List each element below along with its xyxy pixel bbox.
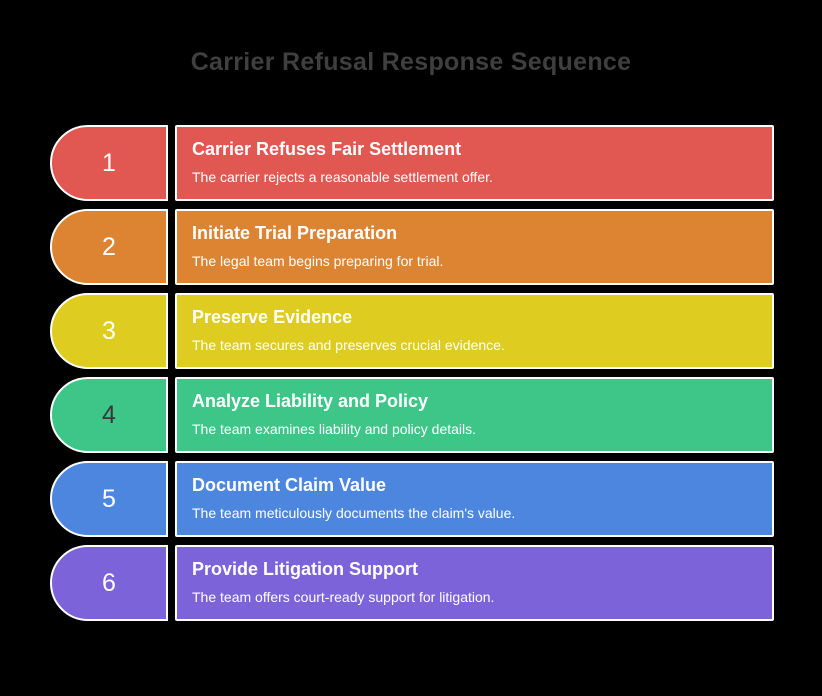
step-row: 1 Carrier Refuses Fair Settlement The ca…	[50, 125, 774, 201]
step-number: 2	[102, 232, 116, 261]
step-title: Carrier Refuses Fair Settlement	[192, 139, 462, 159]
step-number-badge: 4	[50, 377, 168, 453]
step-description: The team offers court-ready support for …	[192, 589, 495, 605]
step-description: The legal team begins preparing for tria…	[192, 253, 444, 269]
step-title: Initiate Trial Preparation	[192, 223, 398, 243]
step-title: Analyze Liability and Policy	[192, 391, 429, 411]
step-number-badge: 6	[50, 545, 168, 621]
step-card: Carrier Refuses Fair Settlement The carr…	[175, 125, 774, 201]
step-title: Preserve Evidence	[192, 307, 353, 327]
step-number: 1	[102, 148, 116, 177]
step-row: 5 Document Claim Value The team meticulo…	[50, 461, 774, 537]
step-number-badge: 3	[50, 293, 168, 369]
step-description: The team meticulously documents the clai…	[192, 505, 516, 521]
step-description: The team examines liability and policy d…	[192, 421, 477, 437]
step-row: 6 Provide Litigation Support The team of…	[50, 545, 774, 621]
step-row: 3 Preserve Evidence The team secures and…	[50, 293, 774, 369]
steps-list: 1 Carrier Refuses Fair Settlement The ca…	[50, 125, 774, 629]
step-row: 4 Analyze Liability and Policy The team …	[50, 377, 774, 453]
step-number-badge: 2	[50, 209, 168, 285]
step-card: Initiate Trial Preparation The legal tea…	[175, 209, 774, 285]
step-number-badge: 1	[50, 125, 168, 201]
step-card: Preserve Evidence The team secures and p…	[175, 293, 774, 369]
step-card: Provide Litigation Support The team offe…	[175, 545, 774, 621]
step-number: 4	[102, 400, 116, 429]
step-title: Document Claim Value	[192, 475, 387, 495]
step-number: 5	[102, 484, 116, 513]
step-number-badge: 5	[50, 461, 168, 537]
step-number: 3	[102, 316, 116, 345]
step-card: Analyze Liability and Policy The team ex…	[175, 377, 774, 453]
step-description: The carrier rejects a reasonable settlem…	[192, 169, 493, 185]
step-card: Document Claim Value The team meticulous…	[175, 461, 774, 537]
step-description: The team secures and preserves crucial e…	[192, 337, 505, 353]
diagram-title: Carrier Refusal Response Sequence	[190, 48, 632, 76]
step-row: 2 Initiate Trial Preparation The legal t…	[50, 209, 774, 285]
step-title: Provide Litigation Support	[192, 559, 418, 579]
step-number: 6	[102, 568, 116, 597]
